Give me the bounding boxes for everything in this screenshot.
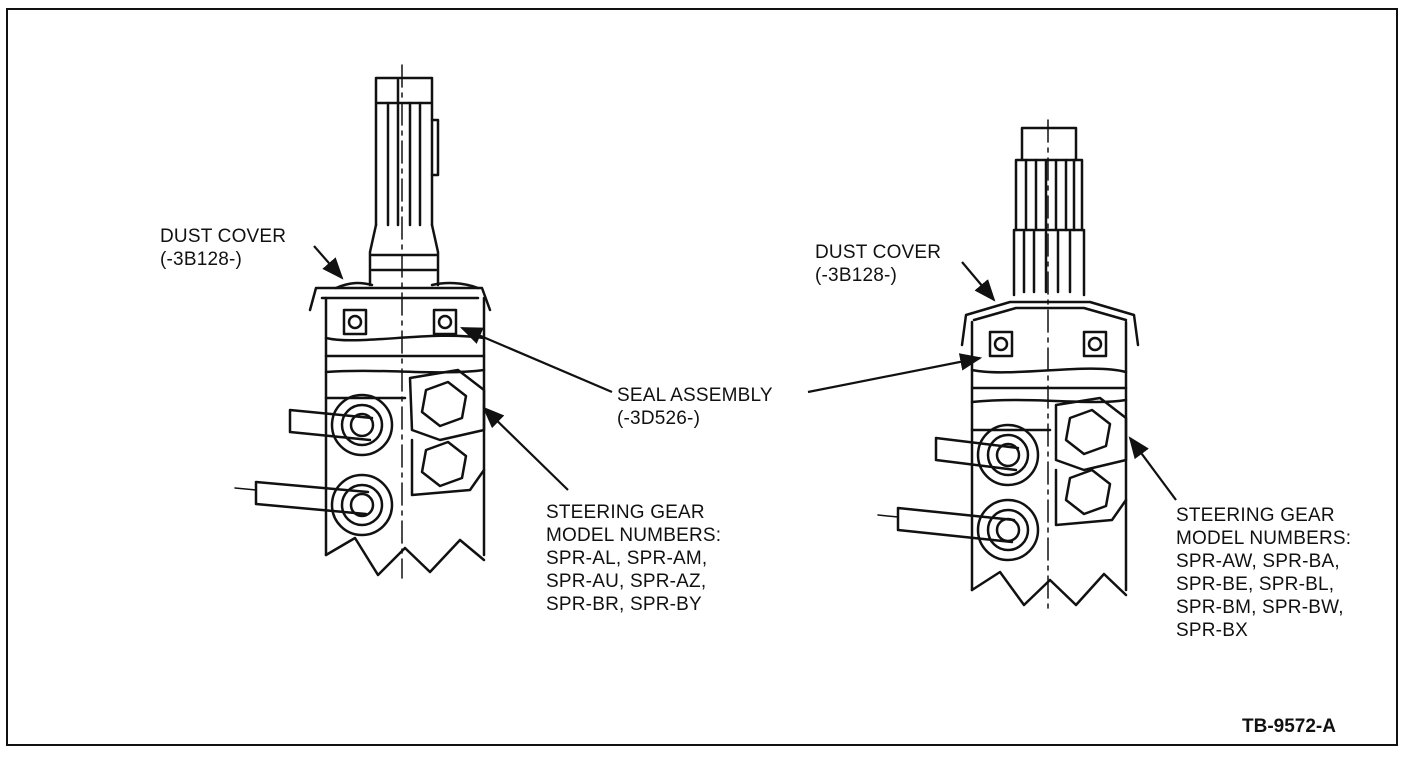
models-label-left: STEERING GEAR MODEL NUMBERS: SPR-AL, SPR… [546,501,721,616]
seal-assembly-title: SEAL ASSEMBLY [617,385,773,406]
right-steering-gear [877,119,1140,611]
models-line: SPR-AU, SPR-AZ, [546,571,707,592]
models-line: STEERING GEAR [546,502,705,523]
leader-dust-cover-left [313,245,344,280]
dust-cover-label-left: DUST COVER (-3B128-) [160,225,286,271]
left-steering-gear [234,64,492,579]
dust-cover-title-right: DUST COVER [815,242,942,263]
leader-seal-left [459,326,613,394]
dust-cover-title-left: DUST COVER [160,226,287,247]
leader-seal-right [807,353,983,394]
seal-assembly-label: SEAL ASSEMBLY (-3D526-) [617,384,773,430]
leader-models-right [1128,436,1177,501]
leader-models-left [482,406,569,491]
models-line: MODEL NUMBERS: [1176,528,1352,549]
models-line: MODEL NUMBERS: [546,525,722,546]
models-line: SPR-AW, SPR-BA, [1176,551,1340,572]
dust-cover-label-right: DUST COVER (-3B128-) [815,241,941,287]
dust-cover-part-left: (-3B128-) [160,249,243,270]
models-label-right: STEERING GEAR MODEL NUMBERS: SPR-AW, SPR… [1176,504,1351,642]
models-line: STEERING GEAR [1176,505,1335,526]
models-line: SPR-BX [1176,620,1248,641]
figure-frame [6,8,1398,746]
models-line: SPR-AL, SPR-AM, [546,548,708,569]
seal-assembly-part: (-3D526-) [617,408,701,429]
figure-id: TB-9572-A [1242,716,1336,737]
models-line: SPR-BE, SPR-BL, [1176,574,1335,595]
leader-dust-cover-right [961,261,996,302]
models-line: SPR-BM, SPR-BW, [1176,597,1344,618]
models-line: SPR-BR, SPR-BY [546,594,702,615]
dust-cover-part-right: (-3B128-) [815,265,898,286]
